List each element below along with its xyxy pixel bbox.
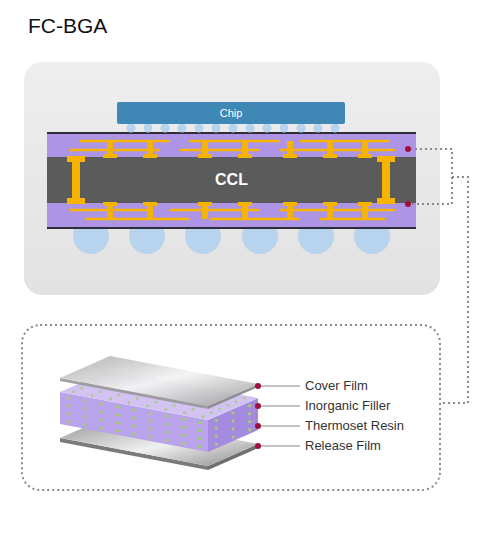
node-label: CCL xyxy=(215,171,248,189)
ccl-core xyxy=(47,157,416,203)
cover-film xyxy=(60,356,258,409)
ccl-band: CCL xyxy=(47,157,416,203)
marker-dot xyxy=(255,383,261,449)
substrate xyxy=(47,133,416,228)
substrate-edge xyxy=(47,132,416,134)
copper-traces xyxy=(67,141,395,219)
node-label: Chip xyxy=(220,107,243,119)
chip-box: Chip xyxy=(117,102,345,124)
detail-panel xyxy=(22,325,440,490)
layer-label: Cover Film xyxy=(305,378,368,394)
layer-label: Inorganic Filler xyxy=(305,398,390,414)
package-panel xyxy=(24,62,440,295)
micro-bumps xyxy=(127,124,340,133)
leader-lines xyxy=(258,386,300,446)
marker-dot xyxy=(405,146,411,152)
layer-label: Release Film xyxy=(305,438,381,454)
substrate-edge xyxy=(47,227,416,229)
marker-dot xyxy=(405,201,411,207)
layer-label: Thermoset Resin xyxy=(305,418,404,434)
diagram-title: FC-BGA xyxy=(28,14,107,38)
